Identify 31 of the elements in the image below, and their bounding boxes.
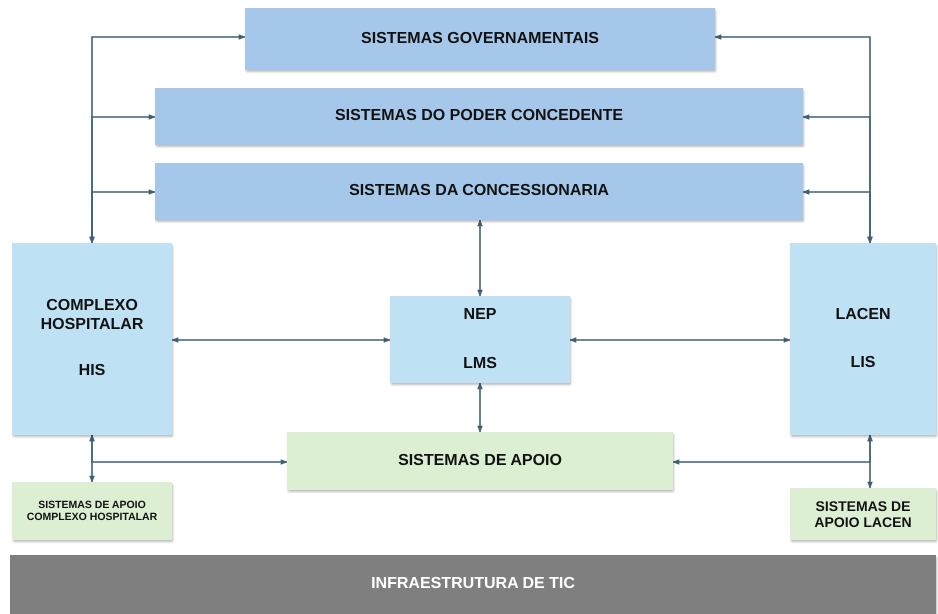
node-label: INFRAESTRUTURA DE TIC <box>370 575 576 594</box>
node-label: LACEN <box>834 306 892 324</box>
system-box <box>790 243 936 435</box>
system-box <box>155 88 803 145</box>
connector-arrow <box>477 219 483 297</box>
node-label: SISTEMAS DE APOIO LACEN <box>813 498 913 530</box>
connector-arrow <box>171 337 391 343</box>
node-label: COMPLEXO HOSPITALAR <box>40 297 144 334</box>
support-box <box>287 432 673 490</box>
node-label: LIS <box>850 354 876 372</box>
support-box <box>790 488 936 540</box>
connector-arrow <box>672 434 873 465</box>
system-box <box>12 243 172 435</box>
system-box <box>245 8 715 70</box>
node-label: NEP <box>462 306 498 324</box>
node-label: SISTEMAS GOVERNAMENTAIS <box>360 30 600 48</box>
connector-arrow <box>569 337 791 343</box>
node-label: SISTEMAS DO PODER CONCEDENTE <box>334 107 624 126</box>
system-box <box>155 163 803 220</box>
connector-arrow <box>89 189 156 244</box>
support-box <box>12 482 172 540</box>
node-label: SISTEMAS DE APOIO <box>397 452 563 470</box>
connector-arrow <box>89 434 288 465</box>
node-label: HIS <box>78 362 106 381</box>
connector-arrow <box>802 189 873 244</box>
connector-arrow <box>477 382 483 433</box>
node-label: LMS <box>462 354 498 373</box>
system-box <box>390 296 570 383</box>
node-label: SISTEMAS DE APOIO COMPLEXO HOSPITALAR <box>26 498 158 524</box>
node-label: SISTEMAS DA CONCESSIONARIA <box>348 182 610 201</box>
infrastructure-bar <box>10 555 936 614</box>
